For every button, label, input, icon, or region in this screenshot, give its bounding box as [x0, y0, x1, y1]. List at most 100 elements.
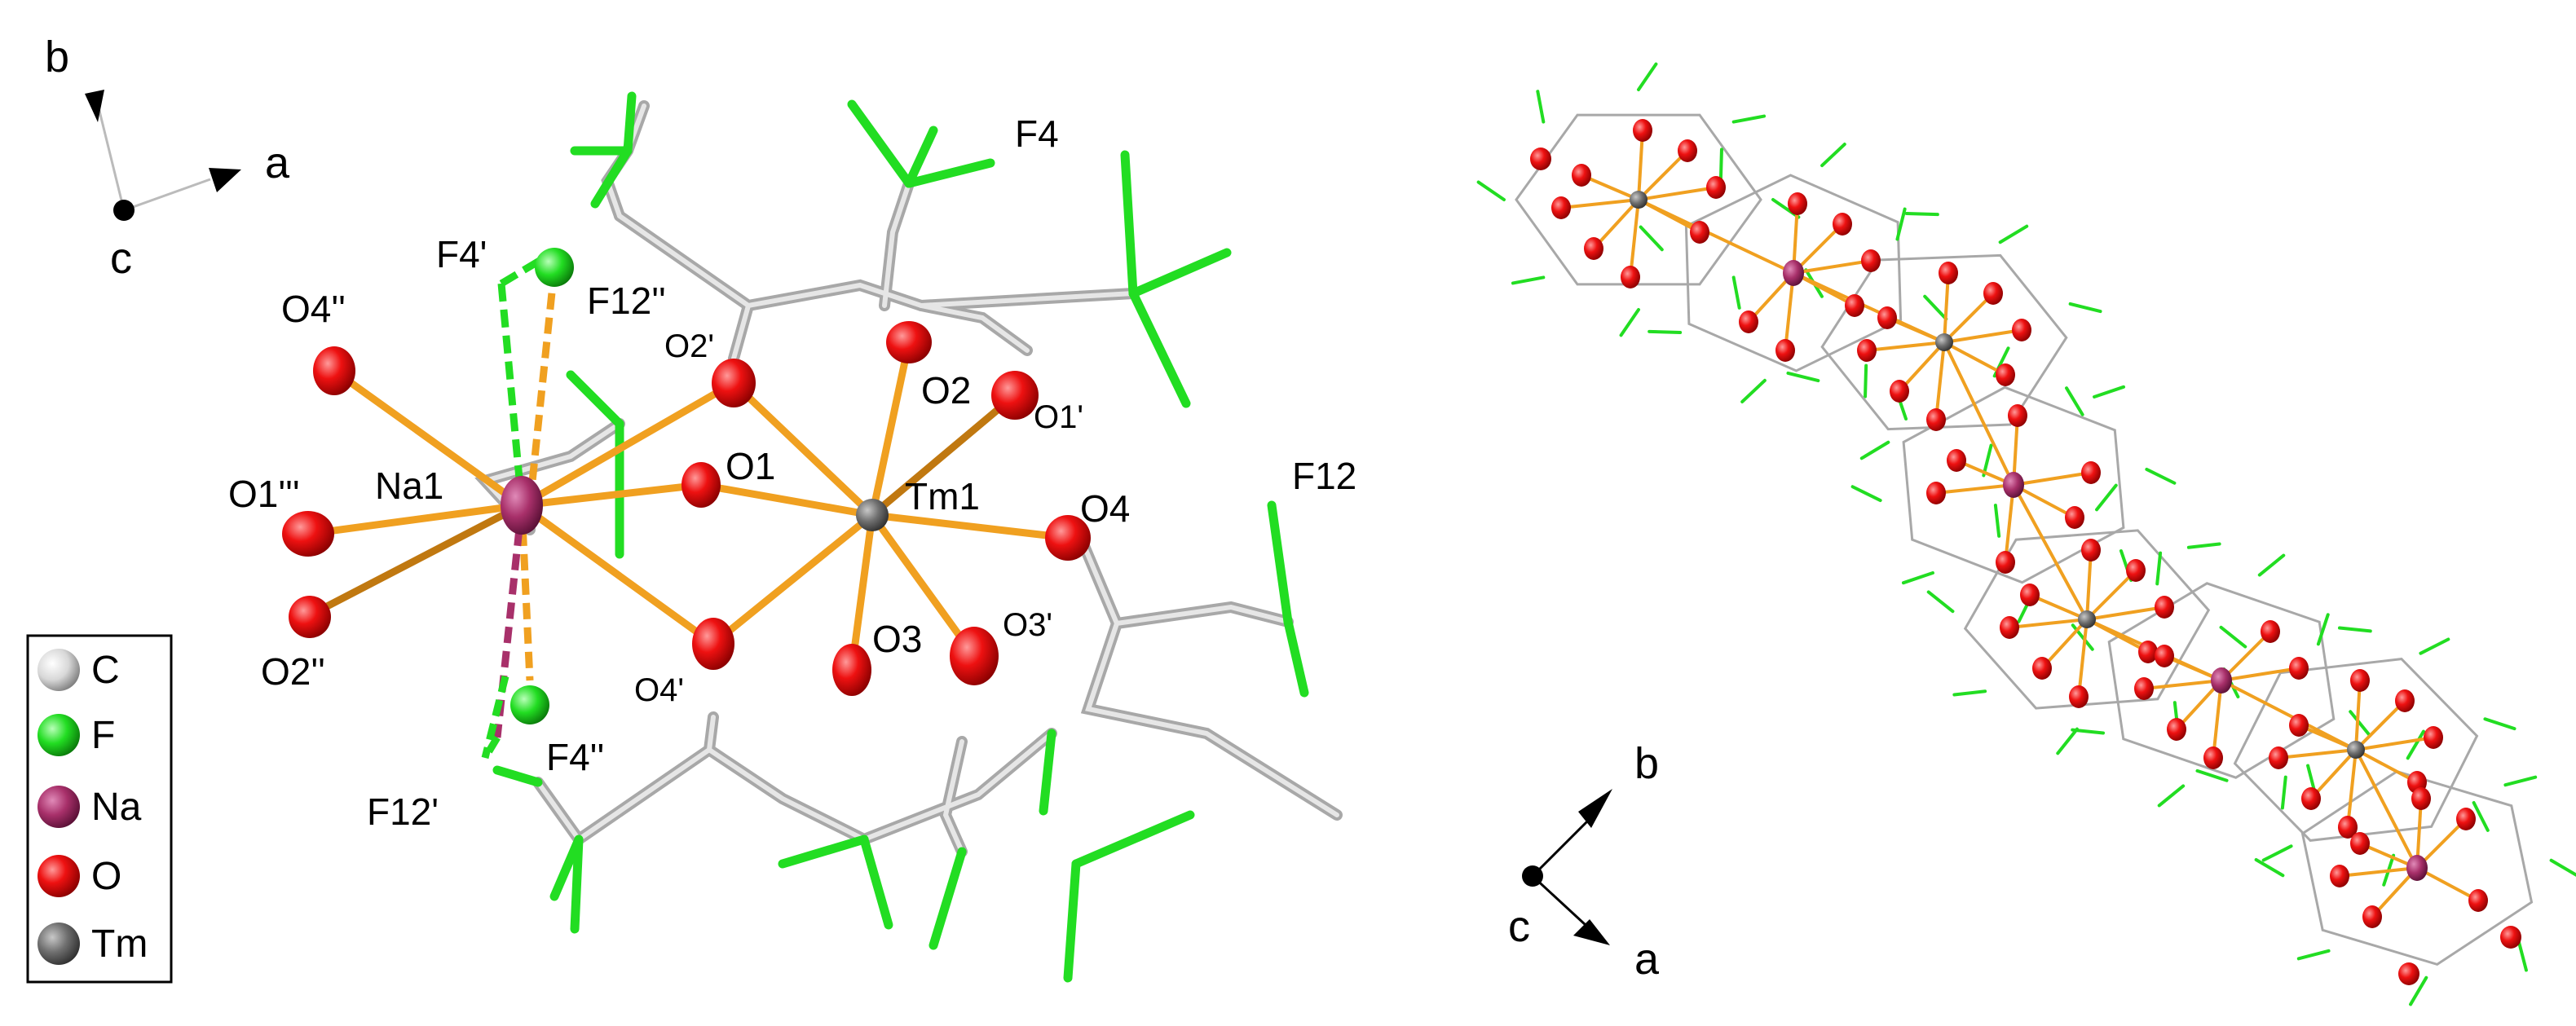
chain-fluorine-stick	[2195, 768, 2229, 782]
chain-metal-bond	[2040, 618, 2089, 670]
chain-thulium-atom	[2078, 610, 2096, 628]
chain-oxygen-atom	[1833, 213, 1852, 236]
b-axis-arrow	[85, 90, 104, 122]
chain-oxygen-atom	[1877, 306, 1897, 329]
chain-fluorine-stick	[1637, 62, 1658, 91]
chain-metal-bond	[2355, 748, 2418, 784]
chain-oxygen-atom	[1996, 551, 2015, 574]
left-fluorine-sticks	[492, 91, 1309, 983]
chain-oxygen-atom	[2012, 319, 2031, 341]
chain-metal-link	[2354, 749, 2419, 869]
chain-oxygen-atom	[2456, 808, 2476, 830]
chain-fluorine-stick	[1820, 143, 1846, 168]
chain-metal-bond	[1638, 186, 1717, 201]
chain-metal-bond	[2143, 679, 2222, 690]
axis-label-a: a	[265, 139, 290, 187]
chain-fluorine-stick	[2068, 302, 2102, 314]
atom-o1	[681, 462, 721, 508]
chain-fluorine-stick	[2483, 717, 2516, 731]
chain-fluorine-stick	[1718, 148, 1723, 183]
chain-metal-bond	[1793, 271, 1855, 307]
chain-metal-link	[1943, 341, 2015, 486]
chain-metal-bond	[1935, 483, 2014, 495]
chain-oxygen-atom	[1926, 482, 1946, 504]
chain-sodium-atom	[2003, 472, 2024, 498]
chain-oxygen-atom	[2289, 714, 2309, 737]
chain-oxygen-atom	[2350, 832, 2370, 855]
chain-fluorine-stick	[1998, 224, 2029, 244]
element-legend: C F Na O Tm	[26, 634, 173, 984]
chain-fluorine-stick	[1731, 275, 1741, 310]
chain-thulium-atom	[2347, 741, 2365, 759]
chain-fluorine-stick	[2409, 975, 2428, 1006]
chain-metal-bond	[1629, 199, 1640, 278]
chain-oxygen-atom	[2138, 641, 2158, 663]
legend-label-o: O	[91, 855, 121, 898]
chain-fluorine-stick	[2261, 844, 2293, 862]
chain-fluorine-stick	[1619, 308, 1640, 337]
chain-oxygen-atom	[1690, 221, 1709, 244]
atom-o4	[1045, 515, 1091, 561]
c-axis-dot-right	[1522, 865, 1543, 887]
chain-fluorine-stick	[1740, 378, 1767, 403]
chain-fluorine-stick	[2145, 467, 2177, 485]
label-o2: O2	[921, 369, 971, 412]
left-panel: b a c	[26, 33, 1356, 984]
chain-oxygen-atom	[1530, 148, 1551, 170]
chain-oxygen-atom	[1857, 339, 1877, 362]
label-o1ppp: O1'''	[228, 473, 300, 515]
chain-oxygen-atom	[2203, 746, 2223, 769]
a-axis-arrow-right	[1573, 919, 1610, 945]
chain-oxygen-atom	[2155, 645, 2174, 667]
left-metal-bonds	[306, 338, 1072, 672]
chain-oxygen-atom	[1739, 310, 1758, 333]
chain-sodium-atom	[2406, 855, 2428, 881]
chain-metal-bond	[1560, 198, 1639, 209]
label-o3p: O3'	[1003, 607, 1052, 643]
chain-fluorine-stick	[1786, 371, 1820, 383]
chain-fluorine-stick	[1993, 504, 2001, 538]
chain-oxygen-atom	[1788, 192, 1807, 215]
chain-oxygen-atom	[1572, 164, 1591, 187]
chain-fluorine-stick	[2219, 625, 2247, 649]
label-o3: O3	[872, 618, 922, 660]
chain-oxygen-atom	[1621, 266, 1640, 288]
chain-metal-bond	[1592, 198, 1640, 250]
chain-carbon-ring	[2233, 658, 2479, 842]
chain-fluorine-stick	[2406, 729, 2425, 760]
chain-structure	[1476, 62, 2576, 1006]
chain-metal-bond	[2013, 471, 2092, 487]
left-atom-labels: O4'' O1''' O2'' Na1 F4' F12'' O2' O1 O2 …	[228, 112, 1356, 833]
a-axis-arrow	[209, 168, 241, 192]
chain-oxygen-atom	[2330, 865, 2349, 887]
atom-na1	[501, 476, 543, 535]
chain-metal-bond	[2354, 680, 2362, 751]
axis-label-b: b	[45, 33, 69, 81]
chain-metal-bond	[2086, 605, 2165, 621]
label-o4p: O4'	[634, 672, 684, 708]
chain-metal-bond	[2346, 749, 2358, 828]
right-axis-triad: b a c	[1508, 739, 1660, 984]
chain-oxygen-atom	[1926, 408, 1946, 431]
legend-label-f: F	[91, 714, 115, 757]
chain-fluorine-stick	[1859, 440, 1890, 460]
label-f4p: F4'	[436, 233, 487, 275]
chain-metal-bond	[1898, 341, 1946, 393]
chain-metal-bond	[1943, 272, 1950, 343]
chain-oxygen-atom	[2424, 726, 2443, 749]
chain-fluorine-stick	[2186, 542, 2221, 549]
chain-fluorine-stick	[2316, 613, 2330, 646]
chain-metal-bond	[1934, 341, 1946, 421]
left-atoms	[282, 248, 1091, 724]
chain-fluorine-stick	[2257, 553, 2286, 577]
chain-fluorine-stick	[1895, 207, 1907, 241]
chain-metal-bond	[2278, 748, 2357, 760]
chain-metal-bond	[2298, 724, 2357, 751]
label-tm1: Tm1	[905, 475, 980, 517]
chain-oxygen-atom	[1861, 249, 1881, 272]
chain-metal-bond	[1637, 149, 1689, 201]
chain-oxygen-atom	[2395, 689, 2415, 712]
chain-oxygen-atom	[1996, 363, 2015, 386]
chain-oxygen-atom	[2301, 787, 2321, 810]
